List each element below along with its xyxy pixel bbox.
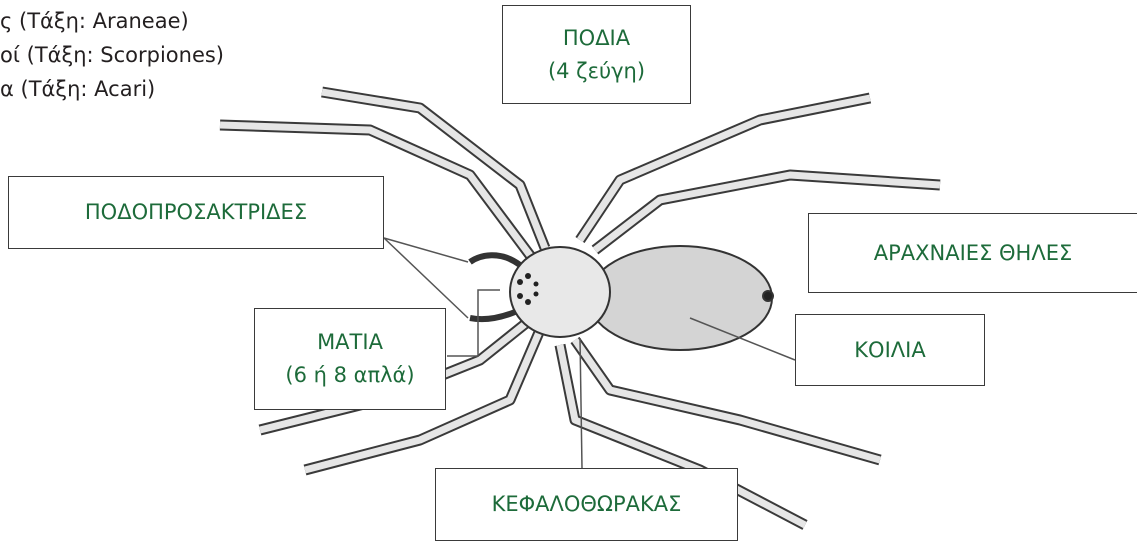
label-cephalothorax-text: ΚΕΦΑΛΟΘΩΡΑΚΑΣ: [492, 488, 682, 521]
label-eyes-detail: (6 ή 8 απλά): [285, 359, 414, 392]
label-legs: ΠΟΔΙΑ (4 ζεύγη): [502, 5, 691, 104]
spinneret-tip: [763, 291, 773, 301]
label-spinnerets-text: ΑΡΑΧΝΑΙΕΣ ΘΗΛΕΣ: [874, 237, 1073, 270]
label-pedipalps: ΠΟΔΟΠΡΟΣΑΚΤΡΙΔΕΣ: [8, 176, 384, 249]
pedipalp-left-lower: [470, 312, 515, 319]
label-abdomen-text: ΚΟΙΛΙΑ: [854, 334, 925, 367]
label-abdomen: ΚΟΙΛΙΑ: [795, 314, 985, 386]
label-eyes-title: ΜΑΤΙΑ: [317, 326, 383, 359]
pedipalp-left-upper: [470, 255, 520, 265]
label-legs-detail: (4 ζεύγη): [548, 55, 645, 88]
label-spinnerets: ΑΡΑΧΝΑΙΕΣ ΘΗΛΕΣ: [808, 213, 1137, 293]
cephalothorax-shape: [510, 247, 610, 337]
abdomen-shape: [588, 246, 772, 350]
label-pedipalps-text: ΠΟΔΟΠΡΟΣΑΚΤΡΙΔΕΣ: [85, 196, 307, 229]
label-eyes: ΜΑΤΙΑ (6 ή 8 απλά): [254, 308, 446, 410]
label-cephalothorax: ΚΕΦΑΛΟΘΩΡΑΚΑΣ: [435, 468, 738, 541]
label-legs-title: ΠΟΔΙΑ: [563, 22, 630, 55]
